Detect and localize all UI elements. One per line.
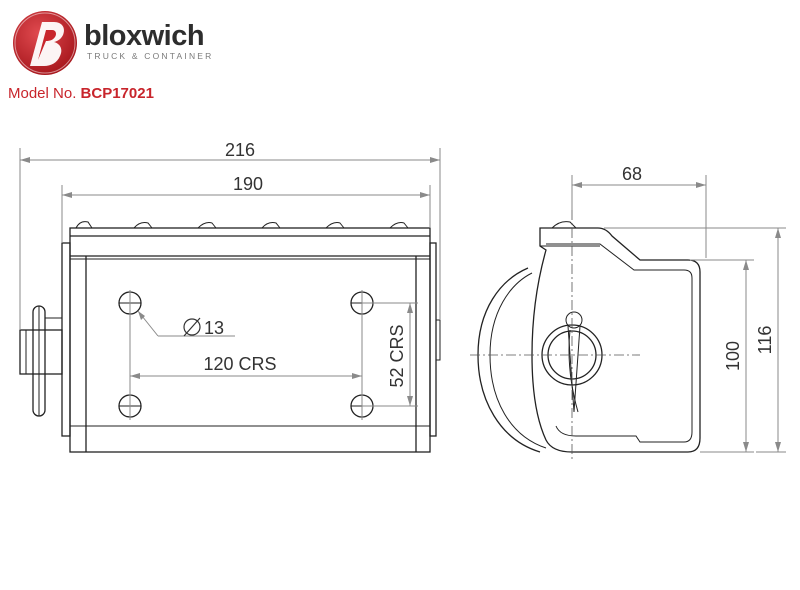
dim-hole-diameter: 13	[204, 318, 224, 338]
dim-inner-height: 100	[723, 341, 743, 371]
brand-emblem-icon	[13, 11, 77, 75]
dim-hole-spacing-v: 52 CRS	[387, 324, 407, 387]
side-view	[470, 210, 701, 460]
dim-depth: 68	[622, 164, 642, 184]
front-view	[19, 221, 441, 453]
front-dimensions: 216 190 13 120 CRS 52 CRS	[19, 140, 441, 407]
side-pin	[19, 242, 71, 437]
brand-tagline: TRUCK & CONTAINER	[87, 51, 214, 61]
model-number: BCP17021	[80, 85, 154, 102]
dim-body-width: 190	[233, 174, 263, 194]
brand-logo	[8, 8, 258, 78]
brand-name: bloxwich	[84, 20, 205, 52]
side-dimensions: 68 100 116	[571, 164, 786, 453]
model-line: Model No. BCP17021	[8, 85, 154, 102]
front-body	[69, 227, 431, 453]
model-label: Model No.	[8, 85, 77, 102]
rivet-row	[75, 221, 409, 229]
dim-overall-height: 116	[755, 326, 775, 355]
dim-hole-spacing-h: 120 CRS	[203, 354, 276, 374]
dim-overall-width: 216	[225, 140, 255, 160]
